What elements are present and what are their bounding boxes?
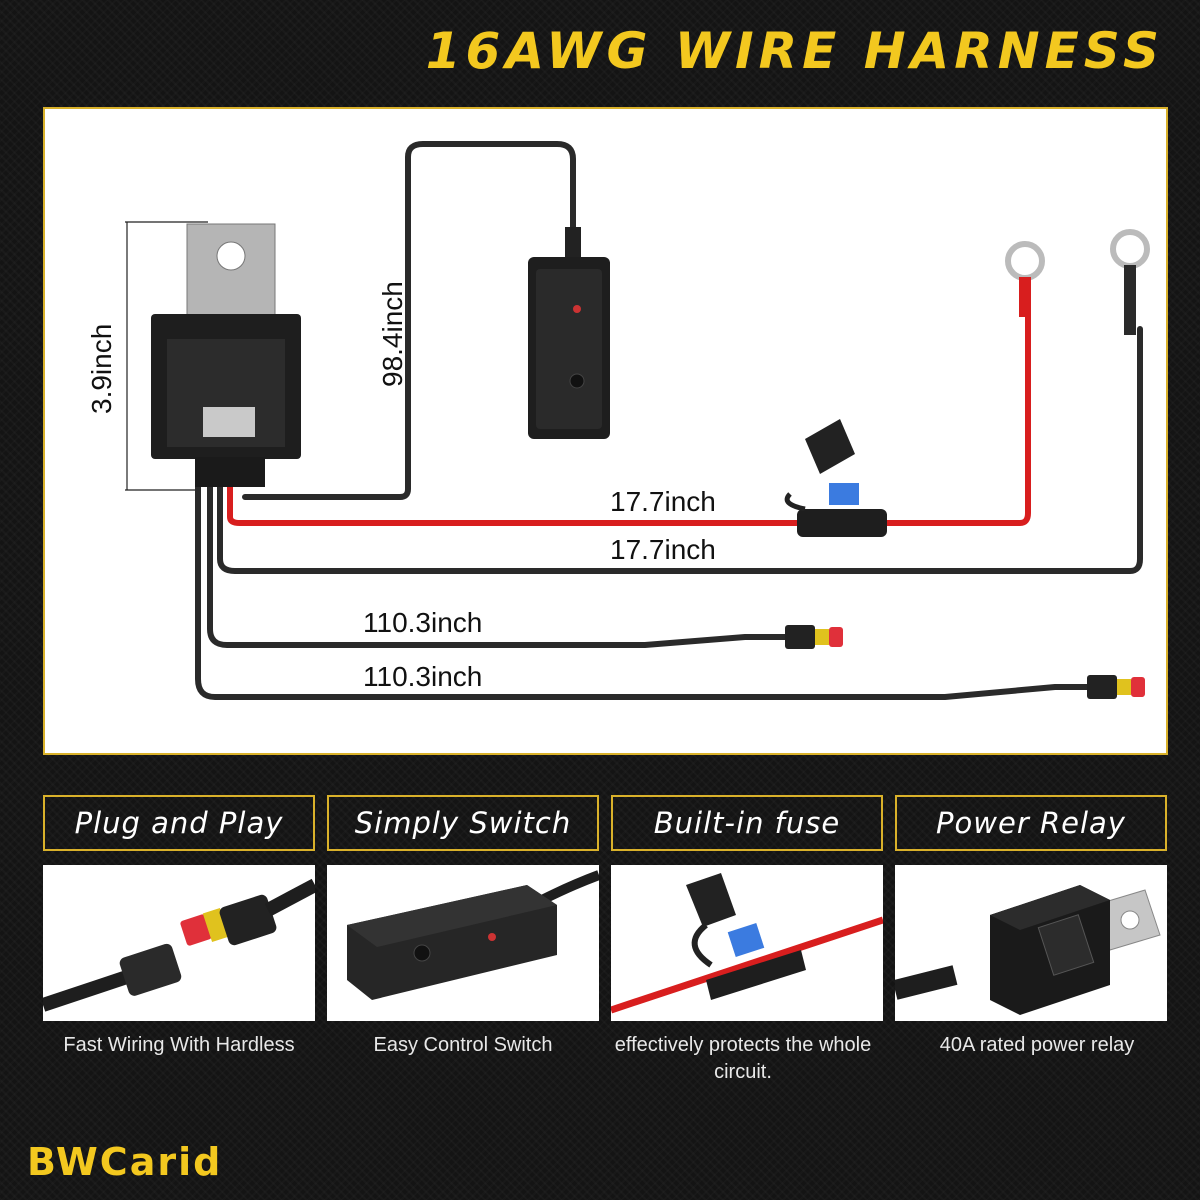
feature-simply-switch-label: Simply Switch <box>327 795 599 851</box>
connector-wire-1 <box>207 476 808 648</box>
switch-wire-length-label: 98.4inch <box>377 281 408 387</box>
relay-height-label: 3.9inch <box>86 324 117 414</box>
connector-plug-2 <box>1087 675 1145 699</box>
feature-built-in-fuse-image <box>611 865 883 1021</box>
feature-built-in-fuse-label: Built-in fuse <box>611 795 883 851</box>
feature-plug-and-play-caption: Fast Wiring With Hardless <box>63 1034 295 1056</box>
brand-logo: BWCarid <box>27 1140 223 1184</box>
inline-fuse-holder <box>784 419 887 537</box>
connector-wire-1-length-label: 110.3inch <box>363 607 482 638</box>
feature-power-relay-image <box>895 865 1167 1021</box>
connector-plug-1 <box>785 625 843 649</box>
wiring-diagram: 3.9inch <box>43 107 1168 755</box>
wiring-diagram-drawing: 3.9inch <box>86 141 1150 700</box>
power-relay <box>151 223 301 487</box>
black-wire-length-label: 17.7inch <box>610 534 716 565</box>
switch-wire <box>242 141 576 500</box>
connector-wire-2-length-label: 110.3inch <box>363 661 482 692</box>
feature-power-relay-label: Power Relay <box>895 795 1167 851</box>
black-ring-terminal <box>1110 229 1150 335</box>
red-ring-terminal <box>1005 241 1045 317</box>
feature-simply-switch-image <box>327 865 599 1021</box>
page-title: 16AWG WIRE HARNESS <box>425 22 1164 80</box>
feature-plug-and-play-label: Plug and Play <box>43 795 315 851</box>
feature-power-relay-caption: 40A rated power relay <box>939 1034 1135 1056</box>
red-wire-length-label: 17.7inch <box>610 486 716 517</box>
connector-wire-2 <box>195 476 1108 700</box>
feature-simply-switch-caption: Easy Control Switch <box>373 1034 553 1056</box>
wires <box>195 141 1143 700</box>
red-wire <box>227 301 1031 526</box>
feature-built-in-fuse-caption: effectively protects the whole circuit. <box>614 1034 872 1083</box>
black-ground-wire <box>217 326 1143 574</box>
height-dimension-bracket <box>125 221 208 491</box>
feature-plug-and-play-image <box>43 865 315 1021</box>
control-switch-box <box>528 227 610 439</box>
